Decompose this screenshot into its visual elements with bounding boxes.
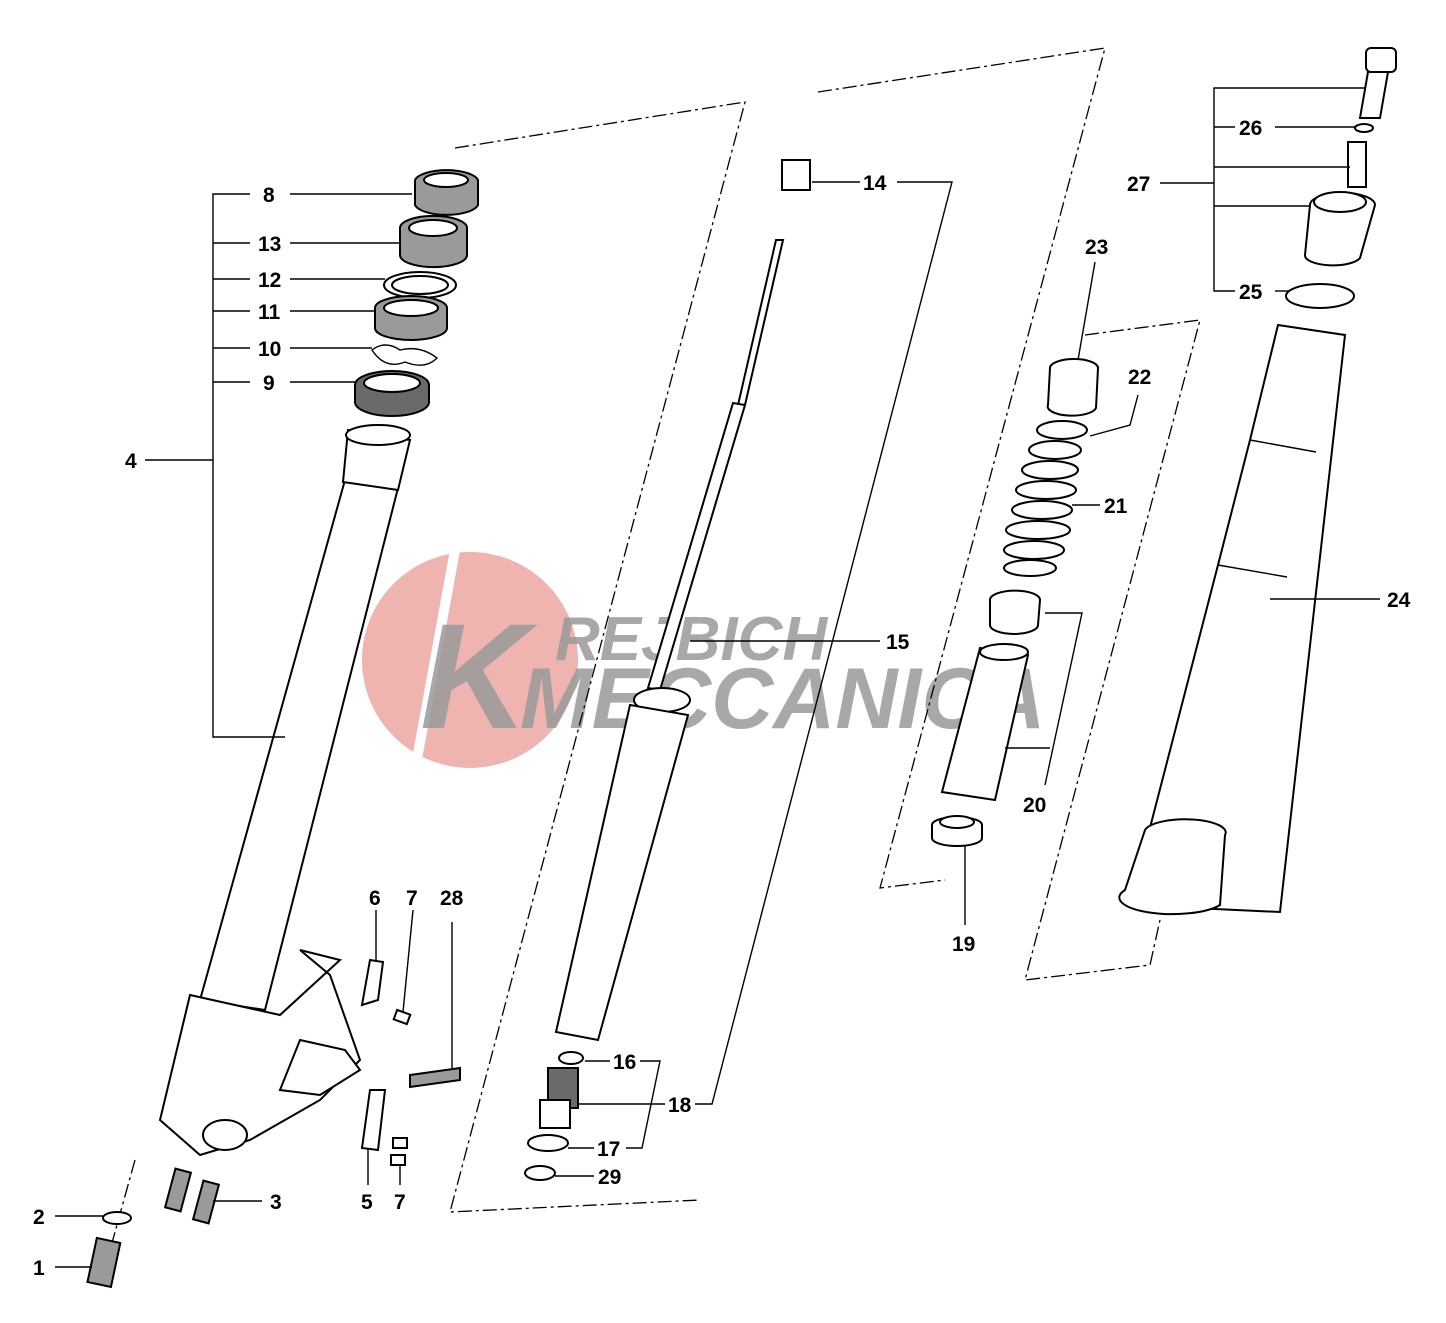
callout-11: 11 [258, 301, 281, 324]
callout-7-upper: 7 [406, 887, 418, 910]
callout-24: 24 [1387, 589, 1411, 612]
part-outer-tube [1118, 47, 1397, 916]
callout-12: 12 [258, 269, 281, 292]
callout-23: 23 [1085, 236, 1108, 259]
callout-5: 5 [361, 1191, 373, 1214]
watermark-circle [362, 552, 578, 768]
callout-7-lower: 7 [394, 1191, 406, 1214]
callout-26: 26 [1239, 117, 1262, 140]
callout-20: 20 [1023, 794, 1046, 817]
callout-3: 3 [270, 1191, 282, 1214]
callout-29: 29 [598, 1166, 621, 1189]
spring-coils [1003, 440, 1082, 577]
callout-1: 1 [33, 1257, 45, 1280]
callout-18: 18 [668, 1094, 692, 1117]
callout-14: 14 [863, 172, 887, 195]
callout-21: 21 [1104, 495, 1128, 518]
callout-19: 19 [952, 933, 975, 956]
watermark-logo: K REJBICH MECCANICA [362, 549, 1046, 771]
callout-10: 10 [258, 338, 281, 361]
watermark-line1: REJBICH [555, 605, 828, 674]
callout-16: 16 [613, 1051, 636, 1074]
callout-22: 22 [1128, 366, 1151, 389]
callout-13: 13 [258, 233, 281, 256]
callout-25: 25 [1239, 281, 1263, 304]
assembly-outlines [109, 47, 1201, 1251]
callout-6: 6 [369, 887, 381, 910]
callout-9: 9 [263, 372, 275, 395]
callout-17: 17 [597, 1138, 620, 1161]
watermark-initial: K [420, 592, 538, 760]
callout-8: 8 [263, 184, 275, 207]
leader-lines [55, 87, 1380, 1268]
part-fork-tube-left [158, 424, 412, 1157]
callout-4: 4 [125, 450, 137, 473]
part-spring-set [931, 358, 1100, 847]
callout-15: 15 [886, 631, 910, 654]
part-cartridge [524, 159, 811, 1181]
callout-labels: 1 2 3 4 5 6 7 7 8 9 10 11 12 13 14 15 16… [33, 117, 1411, 1280]
part-small-hardware [86, 958, 461, 1289]
callout-28: 28 [440, 887, 464, 910]
callout-27: 27 [1127, 173, 1150, 196]
callout-2: 2 [33, 1206, 45, 1229]
part-stack-upper [354, 169, 479, 417]
